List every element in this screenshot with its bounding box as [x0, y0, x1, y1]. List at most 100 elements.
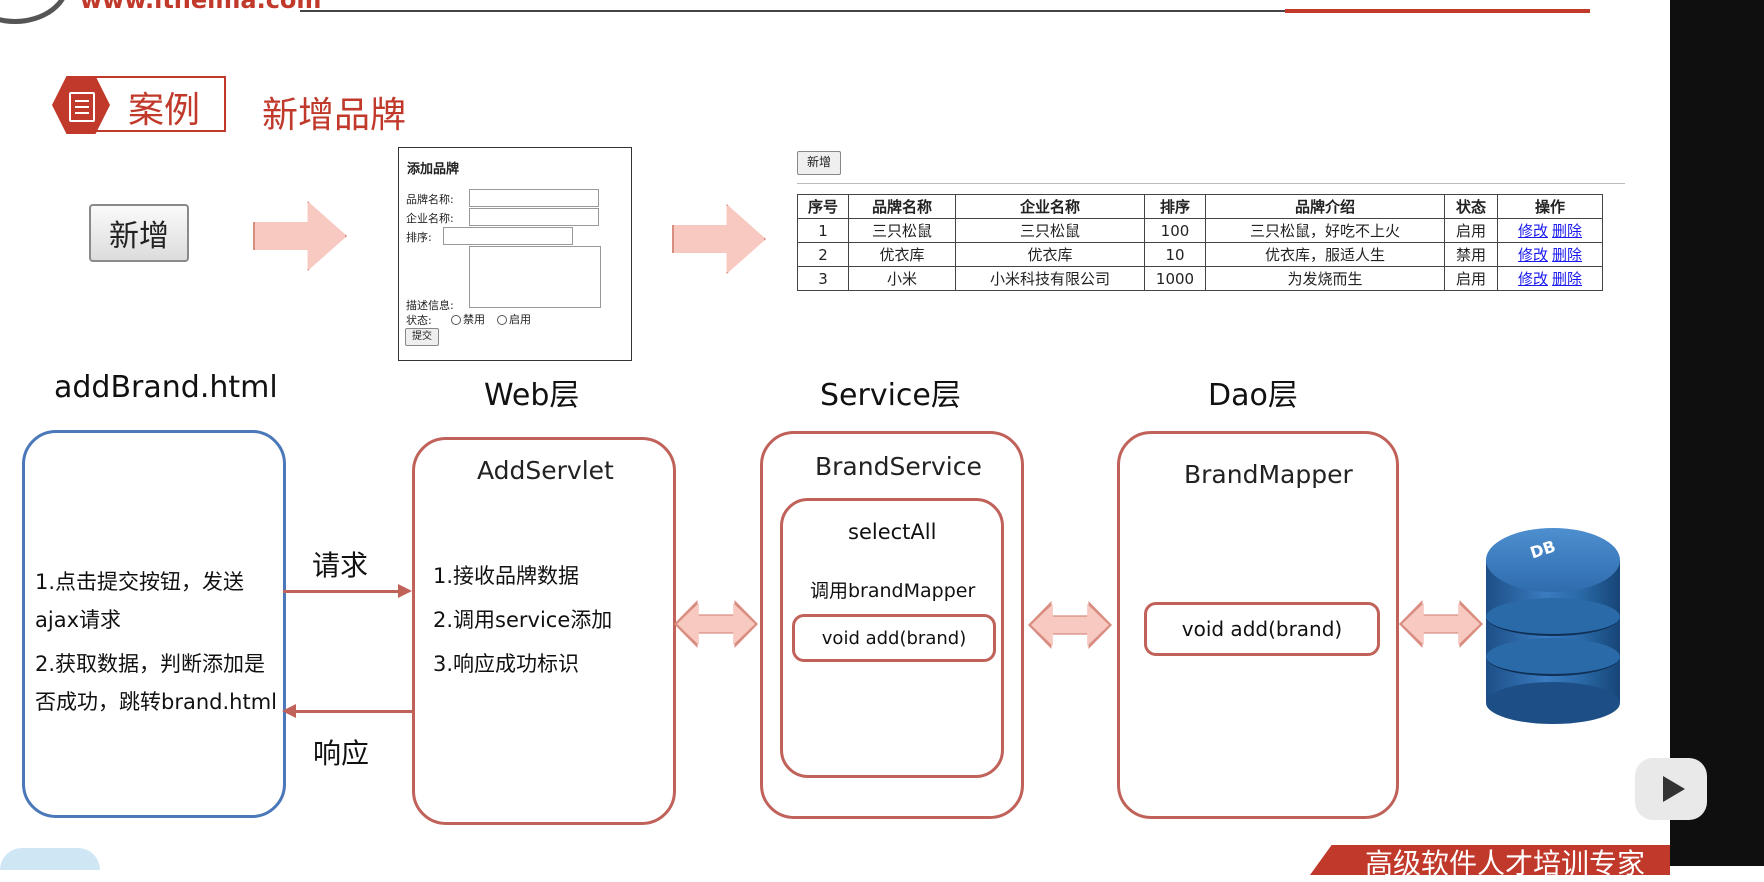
brand-logo-ring [0, 0, 70, 24]
radio-icon [497, 315, 507, 325]
html-step: 否成功，跳转brand.html [35, 690, 277, 714]
brand-name-label: 品牌名称: [406, 193, 454, 206]
web-step: 1.接收品牌数据 [433, 564, 580, 588]
status-radio-disabled[interactable]: 禁用 [451, 311, 485, 327]
add-brand-form: 添加品牌 品牌名称: 企业名称: 排序: 描述信息: 状态: 禁用 启用 提交 [398, 147, 632, 361]
cell-id: 2 [797, 242, 849, 267]
decorative-blob [0, 848, 100, 870]
service-add-method: void add(brand) [792, 614, 996, 662]
db-band [1486, 638, 1620, 676]
arrowhead-icon [282, 704, 296, 718]
table-header-row: 序号 品牌名称 企业名称 排序 品牌介绍 状态 操作 [797, 194, 1603, 219]
document-icon [69, 92, 95, 122]
response-arrow [294, 710, 412, 713]
table-row: 1 三只松鼠 三只松鼠 100 三只松鼠，好吃不上火 启用 修改删除 [797, 218, 1603, 243]
edit-link[interactable]: 修改 [1517, 270, 1548, 288]
play-icon[interactable] [1635, 758, 1707, 820]
cell-description: 为发烧而生 [1205, 266, 1445, 291]
edit-link[interactable]: 修改 [1517, 222, 1548, 240]
db-bottom [1486, 682, 1620, 724]
dao-add-method: void add(brand) [1144, 602, 1380, 656]
radio-icon [451, 315, 461, 325]
column-header: 品牌介绍 [1205, 194, 1445, 219]
ordered-label: 排序: [406, 231, 432, 244]
cell-actions: 修改删除 [1497, 266, 1603, 291]
delete-link[interactable]: 删除 [1552, 270, 1583, 288]
html-step: 2.获取数据，判断添加是 [35, 652, 266, 676]
header-url: www.itheima.com [80, 0, 322, 14]
video-sidebar-strip [1670, 0, 1764, 866]
cell-description: 三只松鼠，好吃不上火 [1205, 218, 1445, 243]
cell-ordered: 10 [1144, 242, 1206, 267]
web-step: 2.调用service添加 [433, 608, 613, 632]
description-label: 描述信息: [406, 299, 454, 312]
table-add-button[interactable]: 新增 [797, 151, 841, 175]
ordered-input[interactable] [443, 227, 573, 245]
brand-name-input[interactable] [469, 189, 599, 207]
layer-heading-service: Service层 [820, 378, 961, 413]
cell-ordered: 1000 [1144, 266, 1206, 291]
header-rule-accent [1285, 9, 1590, 13]
cell-company: 三只松鼠 [955, 218, 1145, 243]
db-top [1486, 528, 1620, 592]
layer-heading-dao: Dao层 [1208, 378, 1298, 413]
html-step: ajax请求 [35, 608, 121, 632]
web-layer-box [412, 437, 676, 825]
status-option-label: 启用 [509, 313, 531, 326]
flow-arrow-icon [253, 201, 347, 271]
cell-status: 启用 [1444, 266, 1498, 291]
submit-button[interactable]: 提交 [405, 328, 439, 346]
header-rule [300, 10, 1590, 12]
request-label: 请求 [312, 549, 369, 582]
db-band [1486, 598, 1620, 636]
description-textarea[interactable] [469, 246, 601, 308]
request-arrow [283, 590, 403, 593]
column-header: 企业名称 [955, 194, 1145, 219]
html-step: 1.点击提交按钮，发送 [35, 570, 245, 594]
column-header: 排序 [1144, 194, 1206, 219]
company-name-input[interactable] [469, 208, 599, 226]
layer-heading-html: addBrand.html [54, 370, 278, 405]
cell-actions: 修改删除 [1497, 242, 1603, 267]
cell-brand: 小米 [848, 266, 956, 291]
flow-arrow-icon [672, 204, 766, 274]
column-header: 序号 [797, 194, 849, 219]
brand-table: 序号 品牌名称 企业名称 排序 品牌介绍 状态 操作 1 三只松鼠 三只松鼠 1… [797, 194, 1603, 291]
table-row: 2 优衣库 优衣库 10 优衣库，服适人生 禁用 修改删除 [797, 242, 1603, 267]
delete-link[interactable]: 删除 [1552, 246, 1583, 264]
column-header: 操作 [1497, 194, 1603, 219]
edit-link[interactable]: 修改 [1517, 246, 1548, 264]
response-label: 响应 [313, 737, 370, 770]
cell-status: 禁用 [1444, 242, 1498, 267]
delete-link[interactable]: 删除 [1552, 222, 1583, 240]
cell-ordered: 100 [1144, 218, 1206, 243]
column-header: 状态 [1444, 194, 1498, 219]
status-option-label: 禁用 [463, 313, 485, 326]
cell-id: 1 [797, 218, 849, 243]
column-header: 品牌名称 [848, 194, 956, 219]
web-box-title: AddServlet [477, 456, 614, 485]
page-title: 新增品牌 [262, 95, 407, 136]
status-label: 状态: [406, 314, 432, 327]
status-radio-enabled[interactable]: 启用 [497, 311, 531, 327]
addbrand-html-box [22, 430, 286, 818]
cell-description: 优衣库，服适人生 [1205, 242, 1445, 267]
web-step: 3.响应成功标识 [433, 652, 580, 676]
table-row: 3 小米 小米科技有限公司 1000 为发烧而生 启用 修改删除 [797, 266, 1603, 291]
table-divider [797, 183, 1625, 184]
select-all-method: selectAll [848, 520, 937, 544]
cell-company: 小米科技有限公司 [955, 266, 1145, 291]
add-brand-button[interactable]: 新增 [89, 204, 189, 262]
dao-box-title: BrandMapper [1184, 460, 1353, 489]
service-box-title: BrandService [815, 452, 982, 481]
cell-company: 优衣库 [955, 242, 1145, 267]
case-label: 案例 [128, 90, 201, 131]
layer-heading-web: Web层 [484, 378, 580, 413]
arrowhead-icon [398, 584, 412, 598]
cell-status: 启用 [1444, 218, 1498, 243]
cell-brand: 优衣库 [848, 242, 956, 267]
company-name-label: 企业名称: [406, 212, 454, 225]
call-mapper-text: 调用brandMapper [810, 580, 976, 602]
form-title: 添加品牌 [407, 162, 460, 177]
footer-banner-text: 高级软件人才培训专家 [1365, 847, 1646, 880]
